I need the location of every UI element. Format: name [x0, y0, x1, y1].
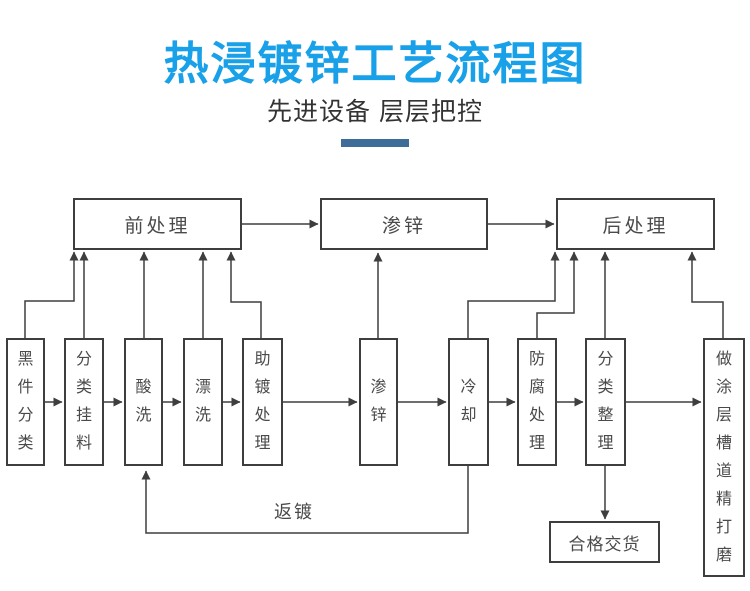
page-subtitle: 先进设备 层层把控	[267, 98, 483, 126]
box-zinc-dipping: 渗锌	[359, 338, 398, 466]
box-qualified-delivery-label: 合格交货	[568, 534, 641, 554]
accent-bar	[341, 139, 409, 147]
box-anticorrosion-treatment: 防腐处理	[517, 338, 557, 466]
box-post-treatment-label: 后处理	[602, 215, 669, 237]
box-pretreatment: 前处理	[73, 198, 242, 250]
box-pickling: 酸洗	[124, 338, 163, 466]
box-sorting-arrangement: 分类整理	[585, 338, 626, 466]
box-coating-groove-polishing-label: 做涂层槽道精打磨	[715, 350, 732, 564]
box-flux-treatment-label: 助镀处理	[254, 351, 271, 452]
box-zinc-stage: 渗锌	[320, 198, 488, 250]
box-zinc-dipping-label: 渗锌	[370, 379, 387, 424]
box-flux-treatment: 助镀处理	[242, 338, 283, 466]
page-title: 热浸镀锌工艺流程图	[163, 38, 587, 89]
box-qualified-delivery: 合格交货	[549, 521, 660, 563]
box-black-parts-sorting-label: 黑件分类	[17, 351, 34, 452]
box-post-treatment: 后处理	[556, 198, 715, 250]
box-anticorrosion-treatment-label: 防腐处理	[528, 351, 545, 452]
box-sorting-hanging: 分类挂料	[64, 338, 104, 466]
box-coating-groove-polishing: 做涂层槽道精打磨	[703, 338, 745, 577]
box-black-parts-sorting: 黑件分类	[6, 338, 45, 466]
box-rinsing-label: 漂洗	[194, 379, 211, 424]
box-pretreatment-label: 前处理	[124, 215, 191, 237]
box-sorting-hanging-label: 分类挂料	[75, 351, 92, 452]
box-cooling: 冷却	[448, 338, 489, 466]
rework-label: 返镀	[274, 502, 314, 522]
box-rinsing: 漂洗	[183, 338, 223, 466]
box-zinc-stage-label: 渗锌	[381, 215, 426, 237]
box-pickling-label: 酸洗	[135, 379, 152, 424]
box-sorting-arrangement-label: 分类整理	[597, 351, 614, 452]
box-cooling-label: 冷却	[460, 379, 477, 424]
